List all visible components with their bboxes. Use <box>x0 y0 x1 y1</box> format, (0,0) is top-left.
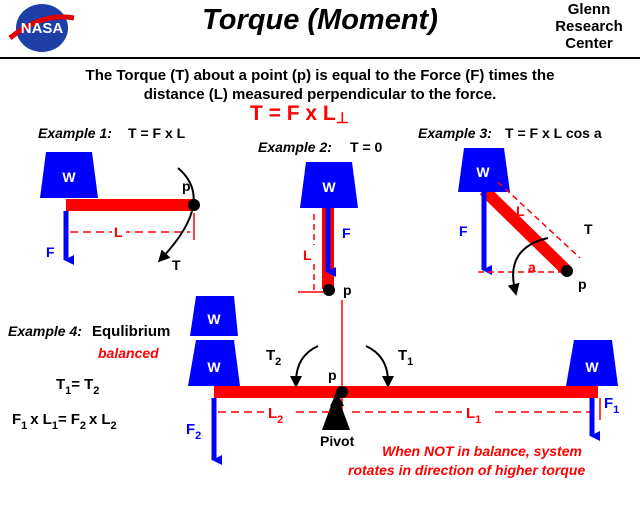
nasa-logo: NASA <box>8 4 75 52</box>
main-equation: T = F x L⊥ <box>250 102 349 127</box>
main-equation-text: T = F x L <box>250 102 336 125</box>
example-4-length-2-label: L2 <box>268 405 283 426</box>
example-4-note-line-1: When NOT in balance, system <box>382 443 582 459</box>
center-name: Glenn Research Center <box>540 1 638 52</box>
example-4-note-line-2: rotates in direction of higher torque <box>348 462 585 478</box>
example-3-beam <box>479 185 571 275</box>
intro-line-2: distance (L) measured perpendicular to t… <box>143 86 497 103</box>
example-1-equation: T = F x L <box>128 125 186 141</box>
example-1-length-gap <box>112 223 126 239</box>
example-4-weight-left <box>188 340 240 386</box>
page-title: Torque (Moment) <box>202 4 438 36</box>
logo-swoosh <box>8 14 75 40</box>
center-line-2: Research <box>555 18 623 35</box>
example-2-equation: T = 0 <box>350 139 383 155</box>
perpendicular-symbol: ⊥ <box>335 110 349 127</box>
example-3-pivot-point <box>561 265 573 277</box>
example-3-equation: T = F x L cos a <box>505 125 602 141</box>
example-4-pivot-label: Pivot <box>320 433 355 449</box>
example-1-label: Example 1: <box>38 125 112 141</box>
example-3-point-label: p <box>578 276 587 292</box>
example-3-weight-label: W <box>476 164 490 180</box>
example-4-pivot-point <box>336 386 348 398</box>
example-1-beam <box>66 199 196 211</box>
example-1-force-label: F <box>46 244 55 260</box>
example-1-point-label: p <box>182 178 191 194</box>
example-1-weight <box>40 152 98 198</box>
logo-text: NASA <box>21 20 64 37</box>
example-3-torque-label: T <box>584 221 593 237</box>
example-4-length-2-gap <box>264 402 294 424</box>
example-4-point-label: p <box>328 367 337 383</box>
example-1-length-label: L <box>114 224 123 240</box>
example-4-force-1-label: F1 <box>604 395 619 416</box>
header-divider <box>0 57 640 59</box>
example-4-length-1-gap <box>462 402 492 424</box>
example-1-torque-label: T <box>172 257 181 273</box>
example-2-length-label: L <box>303 247 312 263</box>
example-4-torque-1-arrow <box>365 345 394 388</box>
example-1-weight-label: W <box>62 169 76 185</box>
example-3-force-label: F <box>459 223 468 239</box>
example-2-weight-label: W <box>322 179 336 195</box>
example-1-torque-arrow <box>157 167 195 263</box>
center-line-1: Glenn <box>567 1 611 18</box>
center-line-3: Center <box>565 35 613 52</box>
example-2-weight <box>300 162 358 208</box>
example-4-subtitle: balanced <box>98 345 159 361</box>
example-3-length-line <box>497 181 581 259</box>
example-3-length-label: L <box>516 203 525 219</box>
example-2-point-label: p <box>343 282 352 298</box>
example-2: Example 2: T = 0 W F L p <box>258 139 383 298</box>
example-3-label: Example 3: <box>418 125 492 141</box>
example-4-torque-2-label: T2 <box>266 347 281 368</box>
intro-line-1: The Torque (T) about a point (p) is equa… <box>85 67 555 84</box>
example-3-weight <box>458 148 510 192</box>
example-2-pivot-point <box>323 284 335 296</box>
example-4-length-1-label: L1 <box>466 405 481 426</box>
example-2-length-gap <box>302 245 316 261</box>
example-4-title: Equlibrium <box>92 323 170 340</box>
example-4-force-2-label: F2 <box>186 421 201 442</box>
example-4-weight-top <box>190 296 238 336</box>
example-4-beam <box>214 386 598 398</box>
example-4-weight-left-label: W <box>207 359 221 375</box>
example-4-torque-1-label: T1 <box>398 347 413 368</box>
example-4-weight-right <box>566 340 618 386</box>
equilibrium-equation-1: T1=T2 <box>56 376 99 397</box>
example-3: Example 3: T = F x L cos a W F L a p T <box>418 125 602 296</box>
example-3-torque-arrow <box>507 237 549 296</box>
example-3-angle-label: a <box>528 259 536 275</box>
example-4-label: Example 4: <box>8 323 82 339</box>
example-4-torque-2-arrow <box>290 345 319 388</box>
example-1: Example 1: T = F x L W p F L T <box>38 125 200 273</box>
example-4-pivot-support <box>322 392 350 430</box>
example-4-weight-right-label: W <box>585 359 599 375</box>
example-2-force-label: F <box>342 225 351 241</box>
example-2-label: Example 2: <box>258 139 332 155</box>
example-4-weight-top-label: W <box>207 311 221 327</box>
